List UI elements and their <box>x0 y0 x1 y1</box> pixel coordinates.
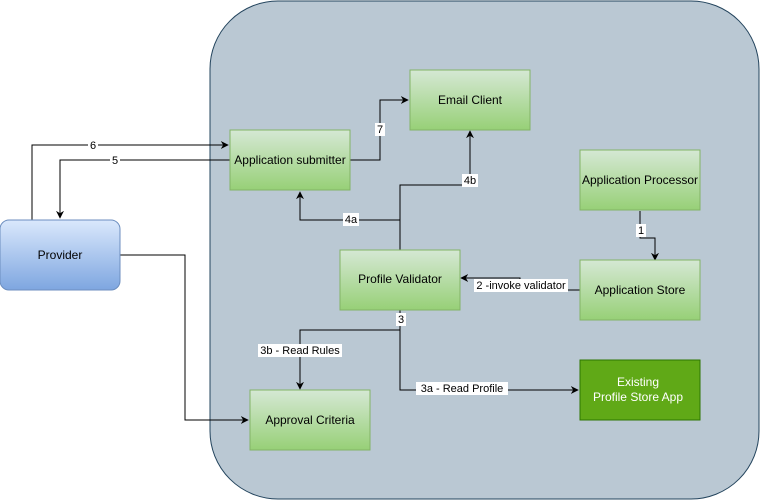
edge-label-5: 5 <box>112 155 118 167</box>
node-label: Email Client <box>438 93 503 107</box>
edge-labels: 1 2 -invoke validator 3 3a - Read Profil… <box>88 123 646 395</box>
node-label-line1: Existing <box>617 375 659 389</box>
node-label: Provider <box>38 248 83 262</box>
edge-label-4a: 4a <box>345 214 358 226</box>
edge-4b <box>399 130 474 220</box>
node-label: Approval Criteria <box>265 413 355 427</box>
edge-label-2: 2 -invoke validator <box>476 280 566 292</box>
edge-label-3b: 3b - Read Rules <box>260 345 340 357</box>
node-label: Application Processor <box>582 173 698 187</box>
edge-5 <box>56 159 230 219</box>
edge-6 <box>31 141 229 220</box>
node-profile-validator[interactable]: Profile Validator <box>339 249 461 311</box>
node-approval-criteria[interactable]: Approval Criteria <box>249 389 371 451</box>
edge-3a <box>399 330 579 394</box>
edge-label-3a: 3a - Read Profile <box>421 383 504 395</box>
node-existing-profile-store-app[interactable]: Existing Profile Store App <box>579 359 701 421</box>
node-label: Profile Validator <box>358 272 442 286</box>
node-application-submitter[interactable]: Application submitter <box>229 129 351 191</box>
node-label: Application Store <box>595 283 686 297</box>
edge-4a <box>296 191 400 221</box>
edge-label-3: 3 <box>398 314 404 326</box>
edge-label-4b: 4b <box>464 175 476 187</box>
node-provider[interactable]: Provider <box>0 219 121 291</box>
edge-label-7: 7 <box>377 124 383 136</box>
edge-label-1: 1 <box>638 225 644 237</box>
node-email-client[interactable]: Email Client <box>409 69 531 131</box>
node-label: Application submitter <box>234 153 345 167</box>
edge-provider-approval <box>120 254 249 424</box>
edge-label-6: 6 <box>90 140 96 152</box>
node-label-line2: Profile Store App <box>593 390 683 404</box>
edge-3b <box>296 329 400 390</box>
node-application-store[interactable]: Application Store <box>579 259 701 321</box>
node-application-processor[interactable]: Application Processor <box>579 149 701 211</box>
